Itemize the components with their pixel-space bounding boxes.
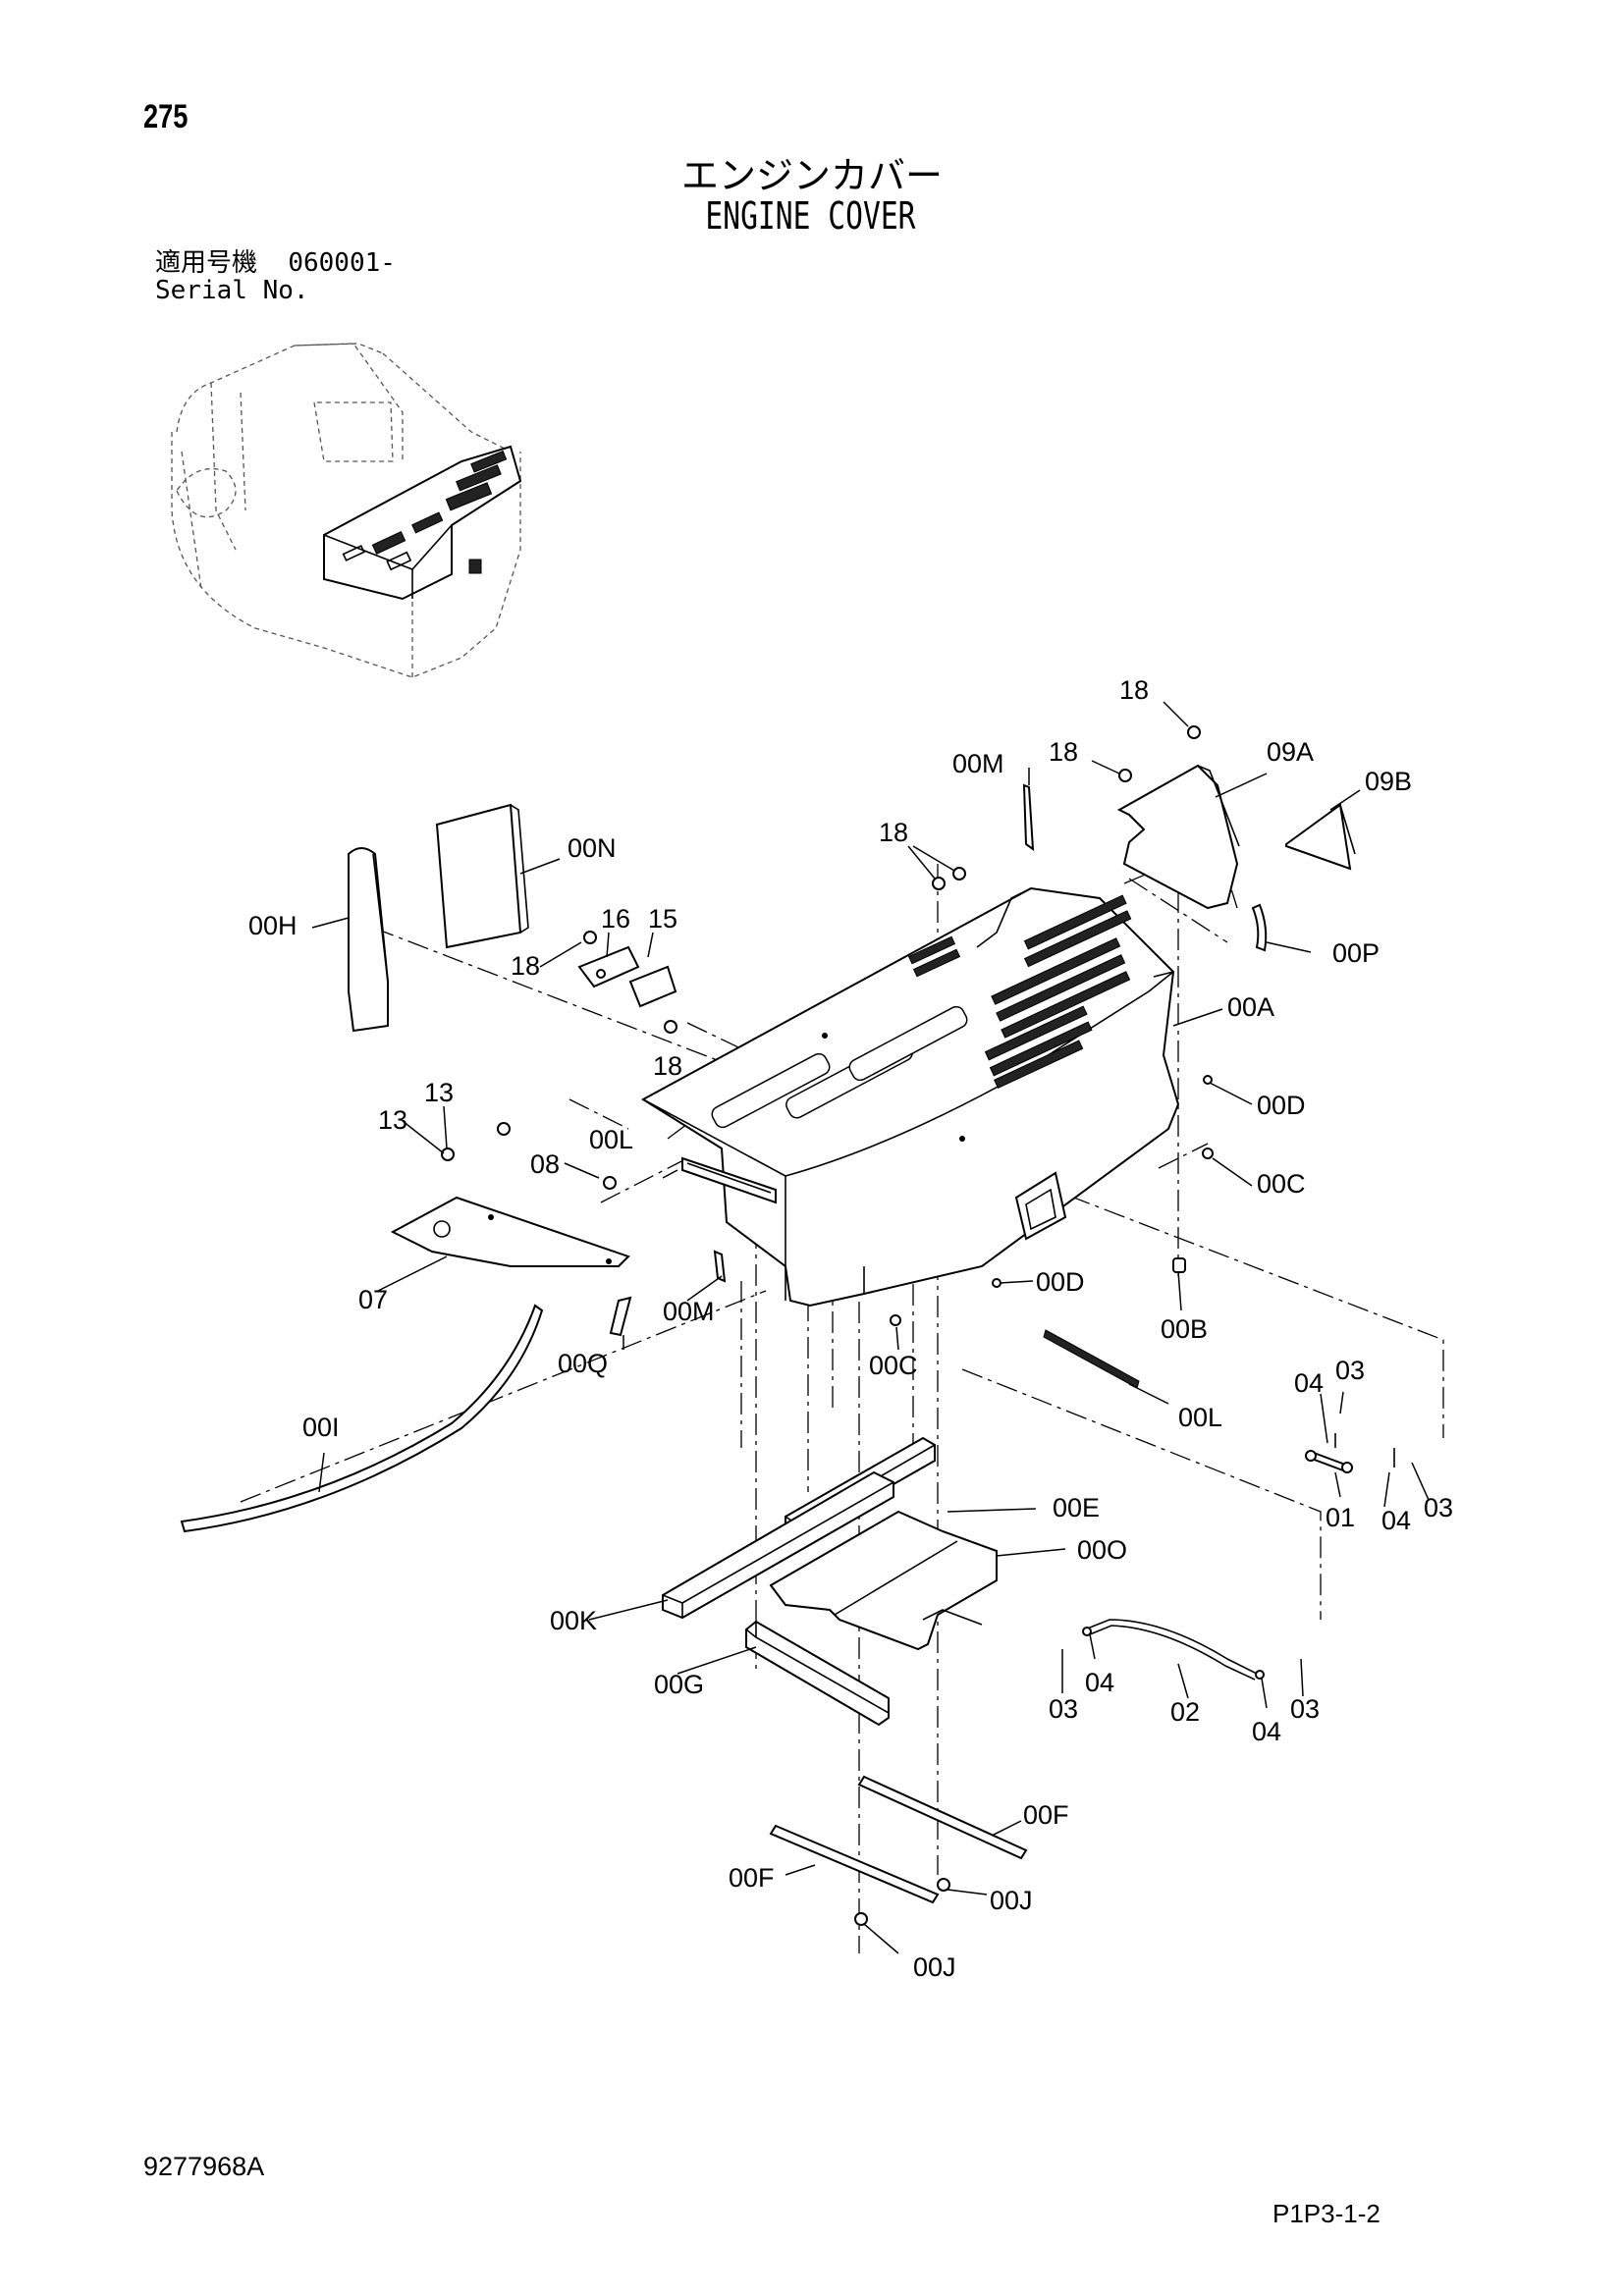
foam-pad-00G bbox=[745, 1620, 890, 1727]
callout-01: 01 bbox=[1326, 1503, 1355, 1532]
callout-00H: 00H bbox=[248, 911, 298, 940]
callout-04: 04 bbox=[1381, 1506, 1411, 1535]
callout-07: 07 bbox=[358, 1285, 388, 1314]
panel-00N bbox=[435, 803, 529, 949]
callout-18: 18 bbox=[511, 951, 540, 981]
callout-00M: 00M bbox=[952, 749, 1004, 778]
callout-13: 13 bbox=[378, 1105, 407, 1135]
callout-00K: 00K bbox=[550, 1606, 597, 1635]
callout-09B: 09B bbox=[1365, 767, 1412, 796]
strap-00F-right bbox=[857, 1775, 1028, 1860]
damper-rod-01 bbox=[1305, 1433, 1395, 1473]
callout-00E: 00E bbox=[1053, 1493, 1100, 1522]
callout-13: 13 bbox=[424, 1078, 454, 1107]
callout-00C: 00C bbox=[1257, 1169, 1306, 1199]
callout-03: 03 bbox=[1424, 1493, 1453, 1522]
leader-lines bbox=[311, 701, 1430, 1954]
callout-18: 18 bbox=[1119, 675, 1149, 705]
callout-09A: 09A bbox=[1267, 737, 1314, 767]
cover-vent-grille bbox=[907, 894, 1132, 1090]
callout-00B: 00B bbox=[1161, 1314, 1208, 1344]
callout-00G: 00G bbox=[654, 1670, 704, 1699]
small-fasteners bbox=[441, 725, 1268, 1926]
callout-00O: 00O bbox=[1077, 1535, 1127, 1565]
callout-labels: 18 18 00M 09A 09B 00N 18 00H 16 15 18 18… bbox=[248, 675, 1453, 1982]
callout-00Q: 00Q bbox=[558, 1349, 608, 1378]
callout-00J: 00J bbox=[913, 1952, 956, 1982]
callout-03: 03 bbox=[1290, 1694, 1320, 1724]
hinge-15-16 bbox=[577, 945, 677, 1008]
bracket-09A bbox=[1116, 764, 1240, 910]
callout-00I: 00I bbox=[302, 1413, 340, 1442]
serial-label-jp: 適用号機 bbox=[155, 248, 258, 278]
callout-00P: 00P bbox=[1332, 938, 1380, 968]
callout-00L: 00L bbox=[589, 1125, 633, 1154]
callout-00N: 00N bbox=[568, 833, 617, 863]
callout-00D: 00D bbox=[1036, 1267, 1085, 1297]
page-number: 275 bbox=[143, 98, 189, 135]
callout-18: 18 bbox=[653, 1051, 682, 1081]
document-number: 9277968A bbox=[143, 2152, 265, 2181]
callout-18: 18 bbox=[1049, 737, 1078, 767]
callout-00C: 00C bbox=[869, 1351, 918, 1380]
callout-18: 18 bbox=[879, 818, 908, 847]
callout-08: 08 bbox=[530, 1149, 560, 1179]
bracket-09B bbox=[1285, 803, 1356, 871]
foam-pad-00O bbox=[769, 1510, 998, 1651]
callout-00L: 00L bbox=[1178, 1403, 1222, 1432]
title-japanese: エンジンカバー bbox=[680, 154, 943, 197]
callout-15: 15 bbox=[648, 904, 677, 934]
serial-value: 060001- bbox=[288, 248, 396, 278]
callout-03: 03 bbox=[1049, 1694, 1078, 1724]
callout-00D: 00D bbox=[1257, 1091, 1306, 1120]
seal-strip-00L-lower bbox=[1043, 1329, 1140, 1389]
engine-cover-main-part bbox=[641, 886, 1180, 1308]
plate-07 bbox=[390, 1196, 630, 1267]
callout-16: 16 bbox=[601, 904, 630, 934]
panel-00H bbox=[348, 847, 389, 1033]
title-english: ENGINE COVER bbox=[705, 194, 916, 238]
serial-block: 適用号機 060001- Serial No. bbox=[155, 249, 396, 304]
foam-pad-00K bbox=[662, 1470, 894, 1620]
serial-jp-row: 適用号機 060001- bbox=[155, 249, 396, 277]
callout-02: 02 bbox=[1170, 1697, 1200, 1727]
callout-04: 04 bbox=[1252, 1717, 1281, 1746]
callout-00F: 00F bbox=[729, 1863, 775, 1893]
callout-00M: 00M bbox=[663, 1297, 715, 1326]
callout-03: 03 bbox=[1335, 1356, 1365, 1385]
callout-00J: 00J bbox=[990, 1886, 1033, 1915]
machine-overview-thumbnail bbox=[171, 343, 522, 678]
seal-strip-00I bbox=[180, 1304, 544, 1533]
seal-strip-00L-upper bbox=[681, 1156, 777, 1204]
cable-02 bbox=[1082, 1619, 1265, 1681]
page-reference: P1P3-1-2 bbox=[1272, 2199, 1380, 2228]
callout-04: 04 bbox=[1294, 1368, 1324, 1398]
callout-04: 04 bbox=[1085, 1668, 1114, 1697]
strap-00F-left bbox=[769, 1824, 940, 1904]
callout-00A: 00A bbox=[1227, 992, 1274, 1022]
callout-00F: 00F bbox=[1023, 1800, 1069, 1830]
serial-label-en: Serial No. bbox=[155, 276, 309, 305]
